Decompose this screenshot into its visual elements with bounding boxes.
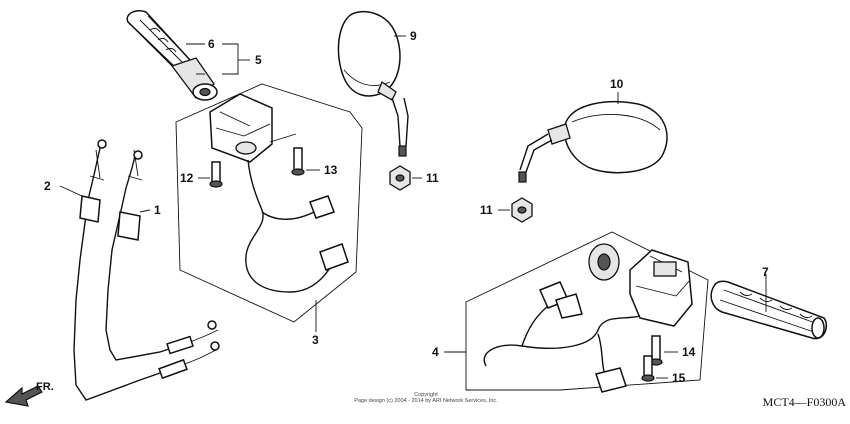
copyright-line-2: Page design (c) 2004 - 2014 by ARI Netwo…: [354, 398, 498, 404]
label-6: 6: [208, 37, 215, 51]
cable-end-fittings: [97, 139, 220, 351]
front-direction-arrow: FR.: [4, 381, 54, 407]
bolt-12: [209, 161, 223, 188]
throttle-grip: [126, 10, 218, 101]
grip-leader-lines: [186, 43, 250, 75]
label-1: 1: [154, 203, 161, 217]
screw-15: [641, 355, 655, 382]
leader-1: [139, 209, 151, 213]
mirror-9: [337, 10, 409, 157]
group-frame-3: [175, 83, 363, 323]
label-14: 14: [682, 345, 696, 359]
front-label: FR.: [36, 381, 54, 393]
label-2: 2: [44, 179, 51, 193]
copyright-line-1: Copyright: [414, 392, 438, 398]
label-3: 3: [312, 333, 319, 347]
right-switch-housing: [209, 93, 273, 163]
left-switch-knob: [588, 243, 620, 281]
group-frame-4: [465, 231, 709, 391]
label-11-left: 11: [480, 203, 493, 217]
diagram-code: MCT4—F0300A: [763, 395, 847, 409]
left-switch-harness: [483, 281, 641, 393]
left-switch-housing: [629, 249, 693, 327]
throttle-cable-1: [105, 149, 219, 361]
nut-11-right: [389, 165, 411, 191]
label-7: 7: [762, 265, 769, 279]
nut-11-left: [511, 197, 533, 223]
mirror-10: [518, 101, 668, 183]
leader-13-housing: [269, 133, 297, 143]
bolt-13: [291, 147, 305, 176]
left-grip: [710, 280, 828, 340]
label-15: 15: [672, 371, 686, 385]
label-13: 13: [324, 163, 338, 177]
right-switch-harness: [245, 159, 349, 293]
label-4: 4: [432, 345, 439, 359]
leader-2: [59, 185, 83, 197]
label-9: 9: [410, 29, 417, 43]
label-10: 10: [610, 77, 624, 91]
label-5: 5: [255, 53, 262, 67]
label-11-right: 11: [426, 171, 439, 185]
label-12: 12: [180, 171, 194, 185]
throttle-cable-2: [73, 147, 217, 401]
screw-14: [649, 335, 663, 366]
